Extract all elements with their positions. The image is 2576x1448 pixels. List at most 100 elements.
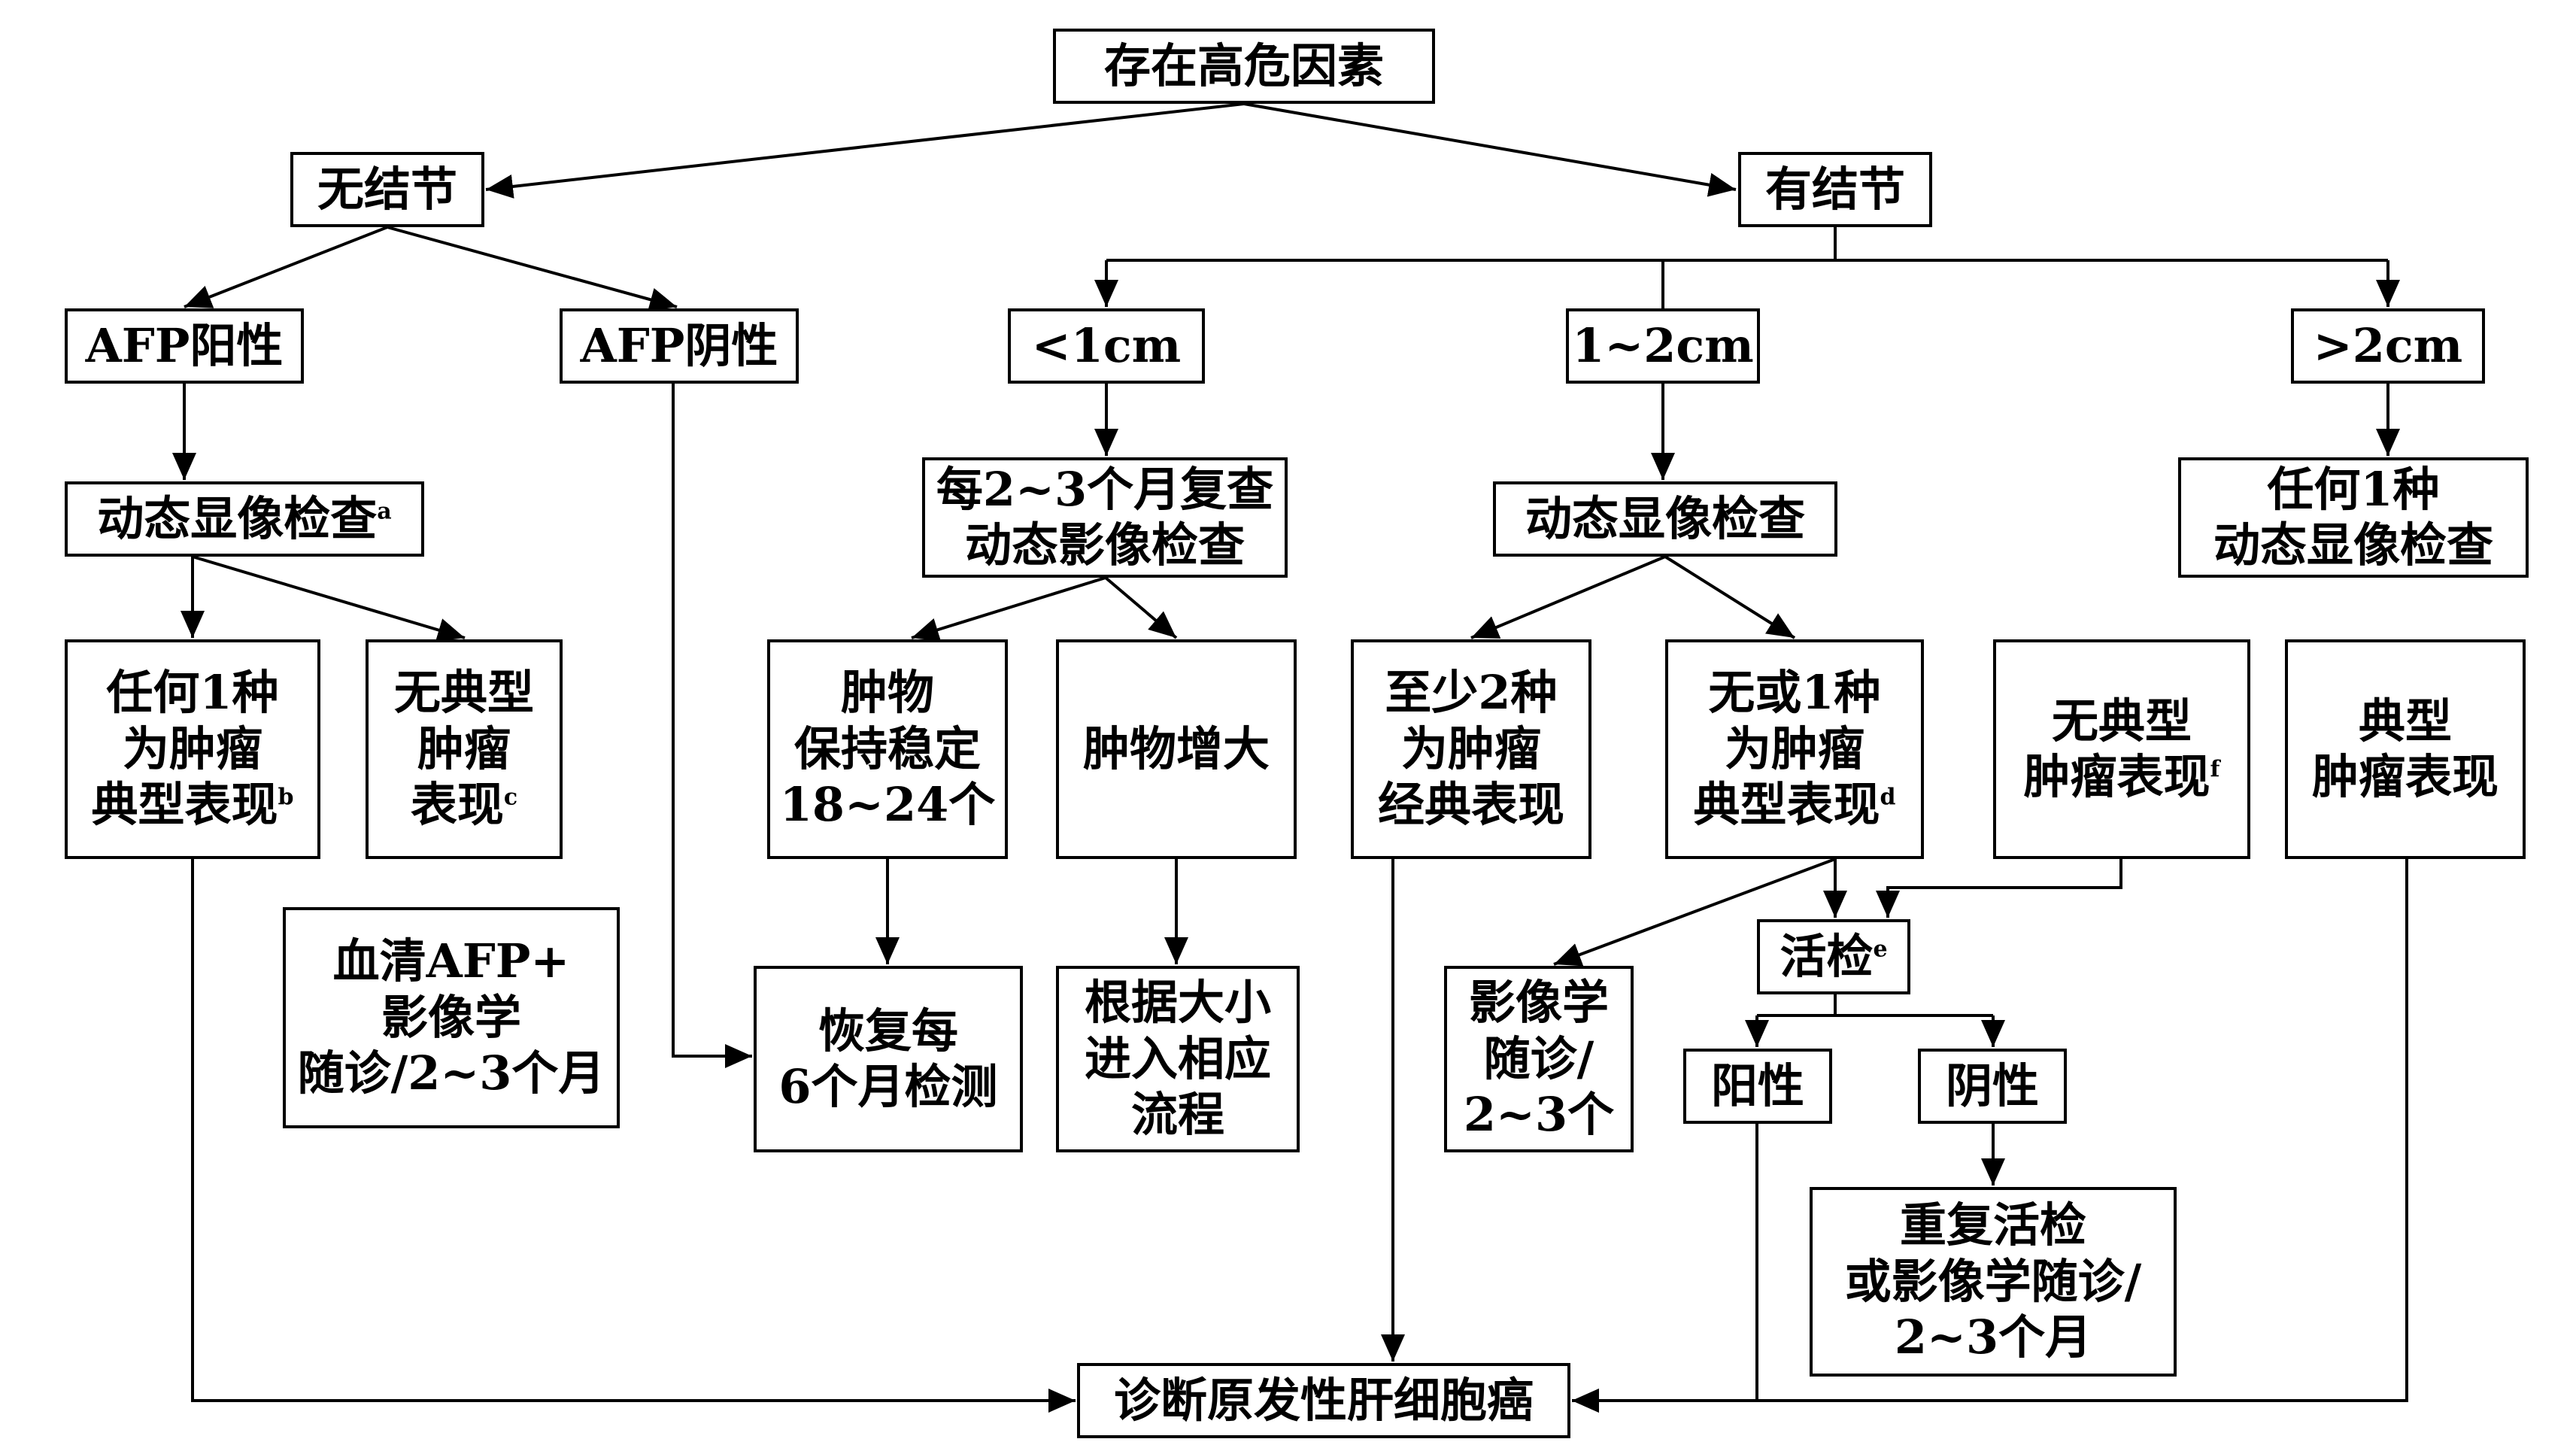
footnote-marker: f <box>2210 756 2220 783</box>
node-text-line: 任何1种 <box>106 665 279 721</box>
node-text: AFP阴性 <box>581 318 778 374</box>
node-by-size: 根据大小进入相应流程 <box>1056 966 1300 1152</box>
footnote-marker: b <box>278 784 294 811</box>
edge-pos-to-diagnosis <box>1572 1124 1758 1413</box>
footnote-marker: a <box>377 498 392 525</box>
node-text: 典型肿瘤表现 <box>2312 694 2499 806</box>
node-text-line: 肿物 <box>840 665 934 721</box>
node-text-line: 随诊/2~3个月 <box>297 1046 605 1101</box>
node-text-line: 影像学 <box>381 989 521 1045</box>
node-has-nodule: 有结节 <box>1738 152 1932 227</box>
edge-afp-neg-to-resume <box>672 384 752 1068</box>
node-text: 阴性 <box>1946 1058 2039 1114</box>
node-text-line: 肿瘤表现 <box>2311 749 2499 804</box>
node-text-line: 根据大小 <box>1084 975 1271 1031</box>
node-text-line: 表现c <box>410 777 518 833</box>
node-text-line: 典型表现b <box>91 777 294 833</box>
node-no-typical-left: 无典型肿瘤表现c <box>366 639 563 859</box>
node-text-line: 1~2cm <box>1572 317 1754 373</box>
node-serum-afp-followup: 血清AFP+影像学随诊/2~3个月 <box>283 907 620 1128</box>
node-text-line: >2cm <box>2313 317 2463 373</box>
node-text-line: 肿物增大 <box>1082 721 1270 776</box>
edge-risk-to-no-nodule <box>485 102 1245 199</box>
footnote-marker: e <box>1873 936 1888 963</box>
node-text: 诊断原发性肝细胞癌 <box>1114 1373 1534 1428</box>
edge-recheck-to-stable <box>911 576 1106 642</box>
node-afp-negative: AFP阴性 <box>560 308 799 384</box>
node-text: 任何1种为肿瘤典型表现b <box>92 665 294 833</box>
node-no-nodule: 无结节 <box>290 152 484 227</box>
node-text: 影像学随诊/2~3个 <box>1464 975 1614 1143</box>
node-text-line: <1cm <box>1031 317 1182 373</box>
node-text-line: 为肿瘤 <box>122 721 262 776</box>
edge-typical-to-diagnosis <box>1572 859 2408 1413</box>
node-text-line: 阴性 <box>1945 1058 2039 1113</box>
node-text-line: 存在高危因素 <box>1103 38 1384 93</box>
node-text-line: 经典表现 <box>1377 777 1564 833</box>
node-text: 动态显像检查a <box>97 491 391 547</box>
node-text-line: 流程 <box>1130 1087 1224 1143</box>
edge-recheck-to-enlarge <box>1104 576 1178 639</box>
node-text-line: 肿瘤 <box>417 721 511 776</box>
node-none-or-one: 无或1种为肿瘤典型表现d <box>1665 639 1924 859</box>
node-text: 根据大小进入相应流程 <box>1085 975 1271 1143</box>
node-text-line: 无结节 <box>317 161 457 217</box>
node-text-line: 至少2种 <box>1385 665 1558 721</box>
node-text-line: 或影像学随诊/ <box>1844 1253 2142 1309</box>
node-negative: 阴性 <box>1918 1049 2067 1124</box>
node-at-least-two: 至少2种为肿瘤经典表现 <box>1351 639 1591 859</box>
node-text: 活检e <box>1780 929 1887 985</box>
footnote-marker: d <box>1880 784 1896 811</box>
edge-none-or1-to-imaging <box>1553 858 1836 967</box>
node-imaging-followup: 影像学随诊/2~3个 <box>1444 966 1634 1152</box>
edge-dyn2-to-none-or1 <box>1664 555 1796 639</box>
edge-risk-to-has-nodule <box>1243 102 1737 197</box>
node-text-line: 任何1种 <box>2267 461 2440 517</box>
node-text-line: 典型表现d <box>1693 777 1896 833</box>
node-text-line: 随诊/ <box>1483 1031 1594 1086</box>
node-repeat-biopsy: 重复活检或影像学随诊/2~3个月 <box>1810 1187 2177 1377</box>
node-text-line: 无典型 <box>2051 693 2192 748</box>
node-text-line: 保持稳定 <box>793 721 981 776</box>
node-typical: 典型肿瘤表现 <box>2285 639 2526 859</box>
node-text-line: 为肿瘤 <box>1400 721 1541 776</box>
node-text-line: AFP阴性 <box>580 317 778 373</box>
node-text: 存在高危因素 <box>1104 38 1384 94</box>
node-text-line: 18~24个 <box>779 777 996 833</box>
node-text-line: 有结节 <box>1764 161 1905 217</box>
edge-notyp-right-to-biopsy <box>1876 859 2122 918</box>
node-positive: 阳性 <box>1683 1049 1832 1124</box>
node-diagnosis-hcc: 诊断原发性肝细胞癌 <box>1077 1363 1570 1438</box>
node-text: 阳性 <box>1711 1058 1804 1114</box>
node-text-line: 活检e <box>1780 928 1888 984</box>
node-text-line: 动态影像检查 <box>964 518 1245 572</box>
node-text-line: 恢复每 <box>818 1003 958 1058</box>
node-text: 无或1种为肿瘤典型表现d <box>1694 665 1896 833</box>
node-text-line: 典型 <box>2358 693 2452 748</box>
node-text-line: 动态显像检查 <box>2213 518 2493 572</box>
node-afp-positive: AFP阳性 <box>65 308 304 384</box>
node-text-line: 2~3个月 <box>1894 1310 2092 1365</box>
node-any-one-typical: 任何1种为肿瘤典型表现b <box>65 639 320 859</box>
node-text-line: 为肿瘤 <box>1724 721 1864 776</box>
node-any-one-dynamic-imaging: 任何1种动态显像检查 <box>2178 457 2529 578</box>
node-text: 肿物增大 <box>1083 721 1270 777</box>
node-lt-1cm: <1cm <box>1008 308 1205 384</box>
node-text-line: 血清AFP+ <box>332 933 570 989</box>
node-text: 任何1种动态显像检查 <box>2213 462 2493 574</box>
node-text: 1~2cm <box>1572 318 1754 374</box>
node-text: 至少2种为肿瘤经典表现 <box>1378 665 1564 833</box>
node-text: 每2~3个月复查动态影像检查 <box>936 462 1273 574</box>
node-biopsy: 活检e <box>1757 919 1910 994</box>
edge-dyn-to-notyp <box>192 555 466 642</box>
node-text: 无结节 <box>317 162 457 217</box>
node-text-line: 肿瘤表现f <box>2023 749 2220 804</box>
node-mass-enlarged: 肿物增大 <box>1056 639 1297 859</box>
edge-dyn2-to-atleast2 <box>1470 555 1666 639</box>
node-text-line: 诊断原发性肝细胞癌 <box>1113 1372 1534 1428</box>
node-text: <1cm <box>1032 318 1181 374</box>
